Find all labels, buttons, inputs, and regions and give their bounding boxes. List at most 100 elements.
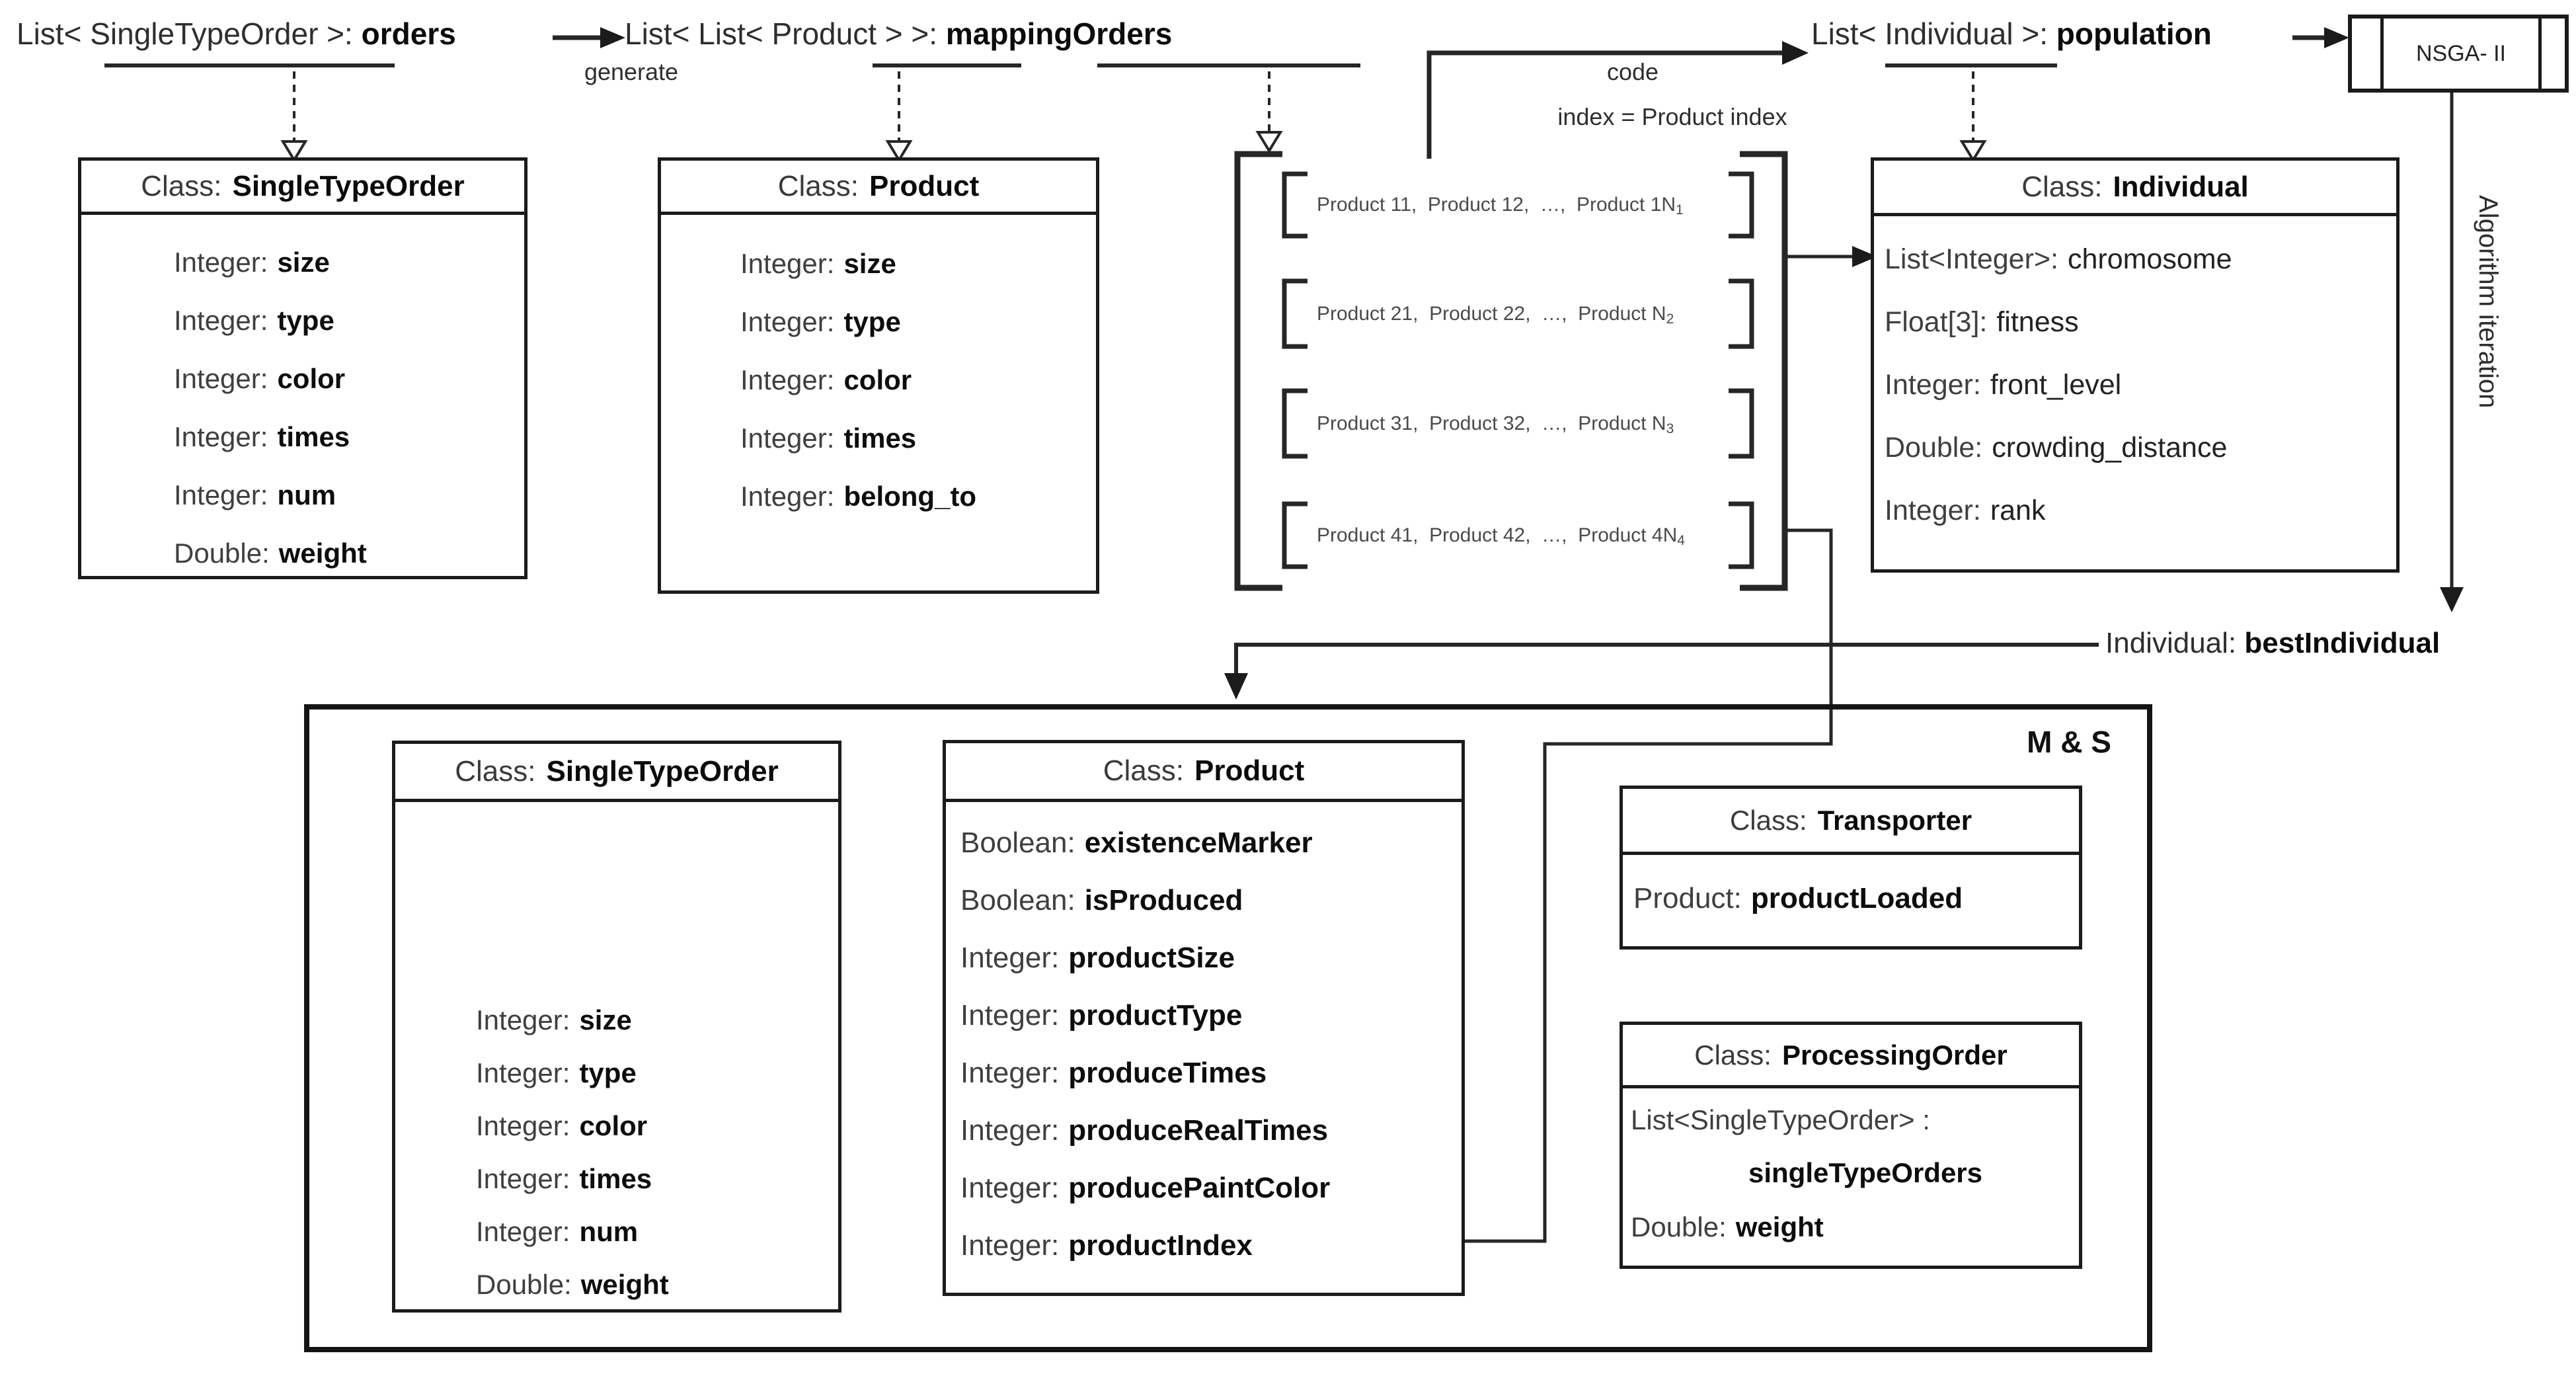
orders-hollow-arrowhead — [280, 140, 308, 163]
field-type: Integer: — [476, 1004, 570, 1035]
best-individual-name-text: bestIndividual — [2244, 627, 2440, 659]
field-name: type — [843, 306, 901, 337]
field-type: Double: — [1885, 432, 1983, 464]
field-name: color — [579, 1110, 648, 1141]
class-fields: Integer:size Integer:type Integer:color … — [661, 215, 1096, 526]
row4-bracket-right — [1729, 501, 1754, 569]
class-box-product-top: Class: Product Integer:size Integer:type… — [658, 157, 1099, 594]
matrix-row-1-text: Product 11, Product 12, …, Product 1N — [1317, 194, 1676, 216]
field-row: List<Integer>:chromosome — [1885, 228, 2396, 291]
field-row: Integer:num — [174, 466, 524, 524]
field-row: Integer: color — [174, 350, 524, 408]
population-label: List< Individual >: population — [1811, 16, 2212, 52]
field-name: weight — [278, 538, 367, 569]
product-index-line — [1391, 528, 1833, 1243]
index-equals-product-index-label: index = Product index — [1557, 103, 1787, 130]
field-row: Integer:productType — [960, 987, 1462, 1044]
field-name: existenceMarker — [1084, 826, 1313, 859]
matrix-row-2-sub: 2 — [1666, 311, 1674, 327]
row4-bracket-left — [1282, 501, 1308, 569]
field-row: Integer: color — [740, 351, 1096, 409]
field-type: Double: — [1631, 1211, 1727, 1242]
field-row: Integer:produceTimes — [960, 1044, 1462, 1102]
field-name: color — [843, 364, 912, 395]
field-type: Integer: — [960, 1114, 1060, 1147]
field-row: Double:weight — [476, 1258, 838, 1311]
code-arrow-line — [1426, 50, 1783, 159]
mapping-name-text: mappingOrders — [945, 17, 1173, 51]
matrix-row-4-sub: 4 — [1677, 532, 1685, 548]
field-type: Integer: — [476, 1216, 570, 1247]
generate-label: generate — [584, 58, 679, 85]
field-name: productSize — [1068, 941, 1235, 974]
class-label: Class: — [1729, 804, 1807, 836]
field-row: Float[3]:fitness — [1885, 291, 2396, 354]
field-row: Integer: size — [476, 994, 838, 1047]
field-row: Integer:produceRealTimes — [960, 1102, 1462, 1159]
field-row: Integer:belong_to — [740, 467, 1096, 526]
class-header: Class: SingleTypeOrder — [395, 744, 838, 802]
field-name: crowding_distance — [1992, 432, 2228, 464]
field-row: Integer:type — [174, 292, 524, 350]
field-type: Integer: — [174, 421, 268, 452]
field-type: Integer: — [174, 363, 268, 394]
field-row: Double: weight — [174, 524, 524, 583]
field-type: Double: — [174, 538, 270, 569]
field-name: productLoaded — [1750, 882, 1963, 914]
field-type: Product: — [1633, 882, 1742, 914]
field-name: belong_to — [843, 481, 977, 512]
field-row: Integer:times — [740, 409, 1096, 467]
field-name: singleTypeOrders — [1748, 1157, 1983, 1188]
class-fields: Boolean:existenceMarker Boolean:isProduc… — [946, 802, 1462, 1274]
field-row: Product:productLoaded — [1633, 867, 2079, 930]
field-name: type — [277, 305, 334, 336]
field-type: Integer: — [174, 479, 268, 510]
field-name: size — [579, 1004, 632, 1035]
field-row: Integer:producePaintColor — [960, 1159, 1462, 1217]
field-type: Integer: — [740, 364, 835, 395]
population-nsga-arrowhead — [2324, 27, 2349, 48]
nsga-right-cell — [2538, 19, 2565, 89]
class-header: Class: Product — [946, 743, 1462, 802]
field-name: isProduced — [1084, 883, 1243, 916]
class-fields: Product:productLoaded — [1623, 855, 2079, 930]
class-fields: List<Integer>:chromosome Float[3]:fitnes… — [1874, 216, 2396, 542]
field-type: Float[3]: — [1885, 306, 1988, 338]
field-type: Integer: — [476, 1110, 570, 1141]
field-row: Integer:productSize — [960, 929, 1462, 987]
field-name: size — [843, 248, 896, 279]
best-individual-arrowhead — [1224, 673, 1248, 700]
nsga-ii-box: NSGA- II — [2348, 15, 2569, 93]
class-label: Class: — [455, 754, 536, 788]
field-name: rank — [1990, 495, 2046, 526]
ms-label: M & S — [2027, 725, 2111, 759]
field-type: Integer: — [1885, 495, 1981, 526]
field-name: productType — [1068, 998, 1243, 1032]
class-name: SingleTypeOrder — [232, 169, 465, 202]
field-name: chromosome — [2067, 243, 2232, 275]
field-row: Double: crowding_distance — [1885, 417, 2396, 479]
field-row: Double:weight — [1631, 1199, 2079, 1255]
class-box-singletypeorder-ms: Class: SingleTypeOrder Integer: size Inte… — [392, 741, 841, 1313]
orders-type-text: List< SingleTypeOrder >: — [17, 17, 362, 51]
field-row: Integer:productIndex — [960, 1217, 1462, 1274]
row1-bracket-right — [1729, 171, 1754, 239]
field-type: Integer: — [960, 998, 1060, 1032]
population-hollow-arrowhead — [1959, 140, 1987, 163]
field-type: Integer: — [174, 247, 268, 278]
field-type: Integer: — [960, 941, 1060, 974]
field-name: producePaintColor — [1068, 1171, 1331, 1204]
field-name: type — [579, 1057, 637, 1088]
class-header: Class: ProcessingOrder — [1623, 1025, 2079, 1088]
field-name: times — [579, 1163, 652, 1194]
field-type: Integer: — [740, 306, 835, 337]
class-label: Class: — [2021, 170, 2103, 203]
field-type: Double: — [476, 1269, 572, 1300]
row2-bracket-left — [1282, 278, 1308, 349]
nsga-ii-label: NSGA- II — [2415, 40, 2507, 66]
field-name: color — [277, 363, 346, 394]
class-label: Class: — [141, 169, 222, 202]
